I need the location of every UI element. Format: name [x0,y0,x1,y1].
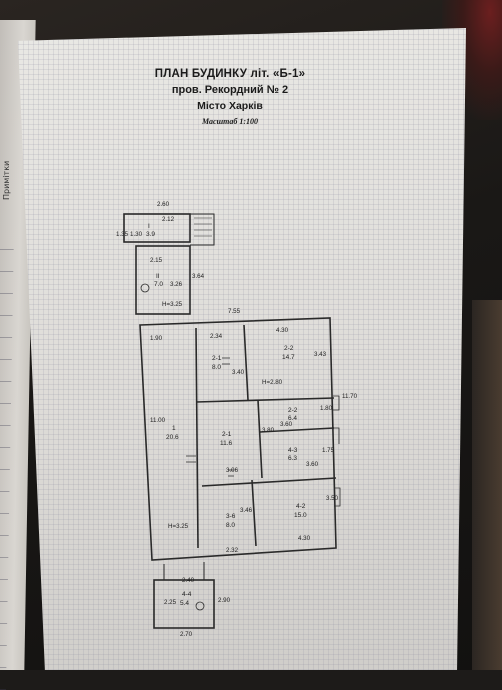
room-2-1b-area: 11.6 [220,440,233,447]
plan-address: пров. Рекордний № 2 [171,84,289,96]
room-3-6-id: 3-6 [226,513,236,520]
dim-1-30: 1.30 [130,231,143,238]
height-2-80: H=2.80 [262,379,283,386]
room-1-area: 20.6 [166,434,179,441]
dim-3-60-low: 3.60 [306,461,319,468]
height-3-25-bottom: H=3.25 [168,523,189,530]
room-4-2-id: 4-2 [296,503,306,510]
dim-2-40: 2.40 [182,577,195,584]
dim-2-25: 2.25 [164,599,177,606]
dim-11-00: 11.00 [150,417,166,424]
room-2-2b-id: 2-2 [288,407,298,414]
openings [140,283,341,611]
room-4-4-id: 4-4 [182,591,192,598]
room-4-4-area: 5.4 [180,600,189,607]
dim-2-15: 2.15 [150,257,163,264]
room-2-2b-area: 6.4 [288,415,297,422]
dim-1-80: 1.80 [320,405,333,412]
dim-2-12: 2.12 [162,216,175,223]
room-4-2-area: 15.0 [294,512,307,519]
dim-2-60: 2.60 [157,201,170,208]
dim-3-43: 3.43 [314,351,327,358]
dim-2-34: 2.34 [210,333,223,340]
room-2-2-area: 14.7 [282,354,295,361]
table-edge [472,300,502,670]
dim-3-40: 3.40 [232,369,245,376]
dim-3-64: 3.64 [192,273,205,280]
dim-2-90: 2.90 [218,597,231,604]
room-II-id: II [156,273,160,280]
dim-2-32: 2.32 [226,547,239,554]
plan-scale: Масштаб 1:100 [201,117,259,126]
dim-1-35: 1.35 [116,231,129,238]
room-4-3-area: 6.3 [288,455,297,462]
room-labels: I 3.9 II 7.0 1 20.6 2-1 8.0 2-2 14.7 2-1… [146,223,307,607]
dim-3-50: 3.50 [326,495,339,502]
room-I-id: I [148,223,150,230]
room-II-area: 7.0 [154,281,163,288]
dim-3-60-mid: 3.60 [280,421,293,428]
dim-3-26: 3.26 [170,281,183,288]
dim-2-70: 2.70 [180,631,193,638]
room-2-2-id: 2-2 [284,345,294,352]
dim-3-80: 3.80 [262,427,275,434]
dim-1-90: 1.90 [150,335,163,342]
dim-11-70: 11.70 [342,393,358,400]
dim-3-06: 3.06 [226,467,239,474]
floor-plan-sheet [18,28,466,670]
room-4-3-id: 4-3 [288,447,298,454]
room-2-1b-id: 2-1 [222,431,232,438]
floor-plan-drawing: I 3.9 II 7.0 1 20.6 2-1 8.0 2-2 14.7 2-1… [116,201,358,638]
dim-3-46: 3.46 [240,507,253,514]
plan-title: ПЛАН БУДИНКУ літ. «Б-1» [154,68,306,80]
dim-1-75: 1.75 [322,447,335,454]
dim-7-55: 7.55 [228,308,241,315]
room-2-1-area: 8.0 [212,364,221,371]
dim-4-30-top: 4.30 [276,327,289,334]
room-3-6-area: 8.0 [226,522,235,529]
room-I-area: 3.9 [146,231,155,238]
plan-city: Місто Харків [197,100,263,112]
room-1-id: 1 [172,425,176,432]
height-3-25-top: H=3.25 [162,301,183,308]
room-2-1-id: 2-1 [212,355,222,362]
dim-4-30-bottom: 4.30 [298,535,311,542]
walls [123,213,337,629]
dimension-labels: 2.60 2.12 1.35 1.30 2.15 3.26 3.64 H=3.2… [116,201,358,638]
